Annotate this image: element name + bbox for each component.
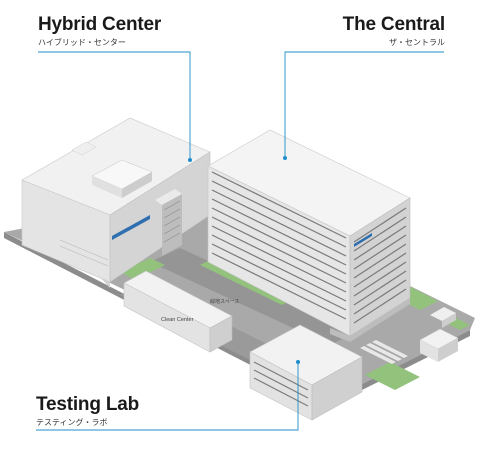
central-window-band: [353, 288, 407, 324]
testing-leader: [36, 362, 299, 431]
leader-lines: [36, 51, 444, 431]
central-window-band: [353, 252, 407, 288]
testing-lab-subtitle: テスティング・ラボ: [36, 418, 108, 427]
central-window-band: [353, 279, 407, 315]
hybrid-center-title: Hybrid Center: [38, 14, 162, 35]
the-central-building: [207, 129, 411, 342]
central-window-band: [211, 225, 347, 293]
plaza-label: 緑地スペース: [210, 298, 239, 305]
central-window-band: [211, 243, 347, 311]
central-window-band: [211, 180, 347, 248]
central-window-band: [353, 225, 407, 261]
central-window-band: [353, 207, 407, 243]
the-central-title: The Central: [342, 14, 446, 35]
central-window-band: [353, 270, 407, 306]
central-window-band: [353, 216, 407, 252]
central-window-band: [211, 198, 347, 266]
central-window-band: [211, 171, 347, 239]
lawn-south: [365, 362, 420, 390]
clean-center-label: Clean Center: [161, 317, 194, 323]
central-leader-dot: [283, 156, 287, 160]
central-leader: [284, 51, 444, 158]
gatehouse: [419, 328, 459, 362]
crosswalk: [360, 340, 408, 364]
hybrid-center-building: [21, 117, 211, 288]
testing-lab-building: [249, 324, 363, 421]
hybrid-center-subtitle: ハイブリッド・センター: [38, 38, 126, 47]
central-window-band: [211, 189, 347, 257]
clean-center-building: [123, 270, 233, 353]
testing-lab-label: Testing Lab テスティング・ラボ: [36, 394, 139, 429]
central-window-band: [211, 252, 347, 320]
the-central-label: The Central ザ・セントラル: [342, 14, 446, 49]
testing-lab-title: Testing Lab: [36, 394, 140, 415]
central-window-band: [211, 234, 347, 302]
hybrid-leader-dot: [188, 158, 192, 162]
annex: [430, 307, 456, 328]
central-window-band: [353, 261, 407, 297]
central-window-band: [353, 243, 407, 279]
central-window-band: [211, 216, 347, 284]
central-window-band: [211, 207, 347, 275]
the-central-subtitle: ザ・セントラル: [389, 38, 445, 47]
hybrid-center-label: Hybrid Center ハイブリッド・センター: [38, 14, 161, 49]
hybrid-leader: [38, 51, 191, 160]
lawn-west: [120, 258, 165, 280]
central-window-band: [353, 234, 407, 270]
internal-road: [150, 248, 360, 345]
testing-leader-dot: [296, 360, 300, 364]
